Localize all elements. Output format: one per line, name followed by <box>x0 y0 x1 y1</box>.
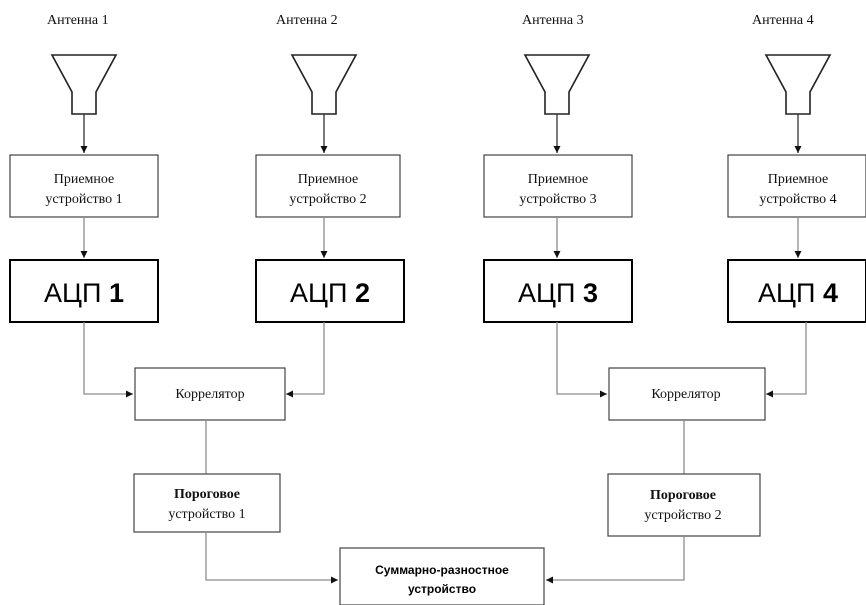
correlator-2-box <box>608 367 766 421</box>
receiver-3-box <box>483 154 633 218</box>
antenna-4-label: Антенна 4 <box>752 13 814 28</box>
summator-line2: устройство <box>408 582 476 596</box>
receiver-3-line1: Приемное <box>528 172 589 187</box>
antenna-1-label: Антенна 1 <box>47 13 109 28</box>
arrow-adc4-correlator2 <box>766 322 807 398</box>
summator-line1: Суммарно-разностное <box>375 563 509 577</box>
antenna-4-horn-icon <box>764 54 832 115</box>
receiver-4-line1: Приемное <box>768 172 829 187</box>
adc-1-box <box>9 259 159 323</box>
adc-2-label: АЦП 2 <box>290 278 370 308</box>
correlator-1-label: Коррелятор <box>175 387 244 402</box>
receiver-2-line2: устройство 2 <box>289 192 366 207</box>
arrow-adc2-correlator1 <box>286 322 325 398</box>
adc-1-label: АЦП 1 <box>44 278 124 308</box>
adc-4-box <box>727 259 866 323</box>
receiver-4-line2: устройство 4 <box>759 192 836 207</box>
arrow-adc3-correlator2 <box>556 322 607 398</box>
correlator-2-label: Коррелятор <box>651 387 720 402</box>
threshold-2-line1: Пороговое <box>650 488 716 503</box>
receiver-4-box <box>727 154 866 218</box>
receiver-2-box <box>255 154 401 218</box>
arrow-adc1-correlator1 <box>83 322 133 398</box>
threshold-1-line2: устройство 1 <box>168 507 245 522</box>
antenna-2-label: Антенна 2 <box>276 13 338 28</box>
threshold-2-line2: устройство 2 <box>644 508 721 523</box>
arrow-threshold2-summator <box>546 536 685 584</box>
threshold-1-line1: Пороговое <box>174 487 240 502</box>
antenna-3-horn-icon <box>523 54 591 115</box>
adc-4-label: АЦП 4 <box>758 278 838 308</box>
threshold-1-box <box>133 473 281 533</box>
adc-3-label: АЦП 3 <box>518 278 598 308</box>
correlator-1-box <box>134 367 286 421</box>
adc-2-box <box>255 259 405 323</box>
antenna-2-horn-icon <box>290 54 358 115</box>
receiver-2-line1: Приемное <box>298 172 359 187</box>
receiver-1-line2: устройство 1 <box>45 192 122 207</box>
antenna-1-horn-icon <box>50 54 118 115</box>
summator-box <box>339 547 545 605</box>
adc-3-box <box>483 259 633 323</box>
antenna-3-label: Антенна 3 <box>522 13 584 28</box>
threshold-2-box <box>607 473 761 537</box>
receiver-1-line1: Приемное <box>54 172 115 187</box>
arrow-threshold1-summator <box>205 532 338 584</box>
receiver-3-line2: устройство 3 <box>519 192 596 207</box>
